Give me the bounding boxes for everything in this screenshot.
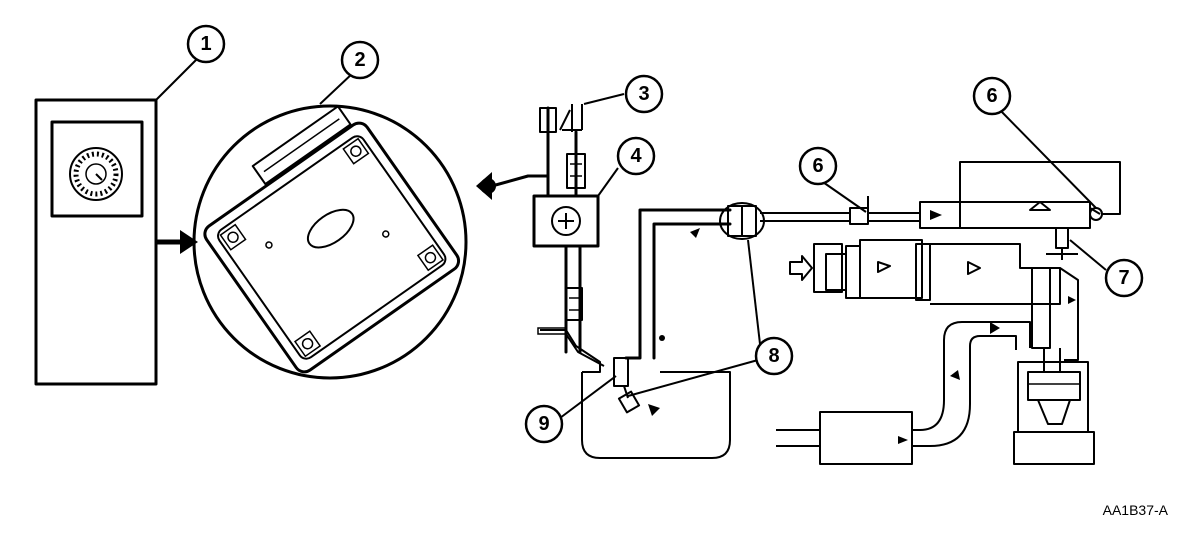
callout-leaders (155, 55, 1107, 419)
callout-label: 9 (538, 413, 549, 435)
callout-label: 4 (630, 145, 642, 167)
callout-8: 8 (754, 336, 794, 376)
callout-6a: 6 (798, 146, 838, 186)
callout-label: 1 (200, 33, 211, 55)
callout-label: 3 (638, 83, 649, 105)
exhaust-pipe (898, 321, 1031, 447)
callout-9: 9 (524, 404, 564, 444)
callout-6b: 6 (972, 76, 1012, 116)
intake-assembly (919, 161, 1121, 229)
callout-1: 1 (186, 24, 226, 64)
module-harness (476, 106, 550, 200)
throttle-body (789, 239, 1061, 305)
switch-3 (539, 104, 583, 133)
intake-runner (1031, 267, 1079, 361)
muffler (776, 411, 913, 465)
control-module-magnified (192, 104, 468, 380)
callout-label: 6 (986, 85, 997, 107)
callout-label: 6 (812, 155, 823, 177)
callout-4: 4 (616, 136, 656, 176)
fuel-tank (537, 208, 732, 459)
sensor-7 (1046, 227, 1078, 260)
callout-label: 8 (768, 345, 779, 367)
sensor-4 (532, 194, 600, 248)
figure-reference-code: AA1B37-A (1102, 502, 1168, 518)
callout-2: 2 (340, 40, 380, 80)
scan-tool (34, 98, 158, 386)
callout-label: 7 (1118, 267, 1129, 289)
harness-to-sensor (546, 130, 586, 198)
callout-7: 7 (1104, 258, 1144, 298)
filter-8 (719, 202, 850, 240)
arrow-tool-to-module (156, 230, 198, 254)
callout-3: 3 (624, 74, 664, 114)
callout-label: 2 (354, 49, 365, 71)
valve-6 (849, 196, 920, 225)
engine-cylinder (1013, 348, 1095, 465)
